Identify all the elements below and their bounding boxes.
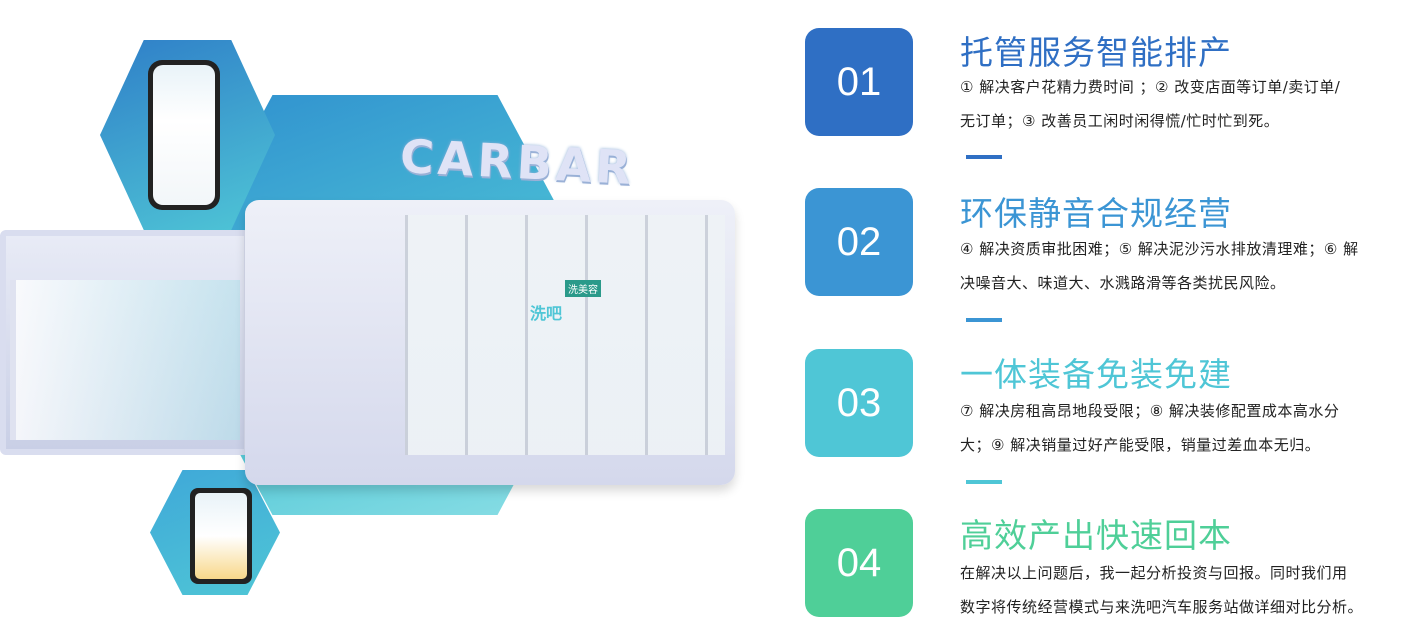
feature-text-01-line1: ① 解决客户花精力费时间 ；② 改变店面等订单/卖订单/ xyxy=(960,78,1341,96)
feature-text-02-line2: 决噪音大、味道大、水溅路滑等各类扰民风险。 xyxy=(960,274,1286,292)
feature-text-03-line1: ⑦ 解决房租高昂地段受限；⑧ 解决装修配置成本高水分 xyxy=(960,402,1340,420)
feature-text-03-line2: 大；⑨ 解决销量过好产能受限，销量过差血本无归。 xyxy=(960,436,1321,454)
feature-text-04-line2: 数字将传统经营模式与来洗吧汽车服务站做详细对比分析。 xyxy=(960,598,1364,616)
feature-title-04: 高效产出快速回本 xyxy=(960,516,1232,555)
feature-title-01: 托管服务智能排产 xyxy=(960,33,1232,72)
divider xyxy=(966,318,1002,322)
feature-text-04-line1: 在解决以上问题后，我一起分析投资与回报。同时我们用 xyxy=(960,564,1348,582)
feature-text-02-line1: ④ 解决资质审批困难；⑤ 解决泥沙污水排放清理难；⑥ 解 xyxy=(960,240,1359,258)
feature-text-01-line2: 无订单；③ 改善员工闲时闲得慌/忙时忙到死。 xyxy=(960,112,1280,130)
feature-title-02: 环保静音合规经营 xyxy=(960,194,1232,233)
number-badge-01: 01 xyxy=(805,28,913,136)
number-badge-04: 04 xyxy=(805,509,913,617)
divider xyxy=(966,480,1002,484)
divider xyxy=(966,155,1002,159)
number-badge-03: 03 xyxy=(805,349,913,457)
kiosk-left-glass xyxy=(10,280,240,440)
phone-mockup xyxy=(148,60,220,210)
number-badge-02: 02 xyxy=(805,188,913,296)
kiosk-glass-front xyxy=(405,215,725,455)
tablet-mockup xyxy=(190,488,252,584)
shop-sign: 洗吧 xyxy=(530,304,563,323)
feature-title-03: 一体装备免装免建 xyxy=(960,355,1232,394)
shop-banner: 洗美容 xyxy=(565,280,601,297)
